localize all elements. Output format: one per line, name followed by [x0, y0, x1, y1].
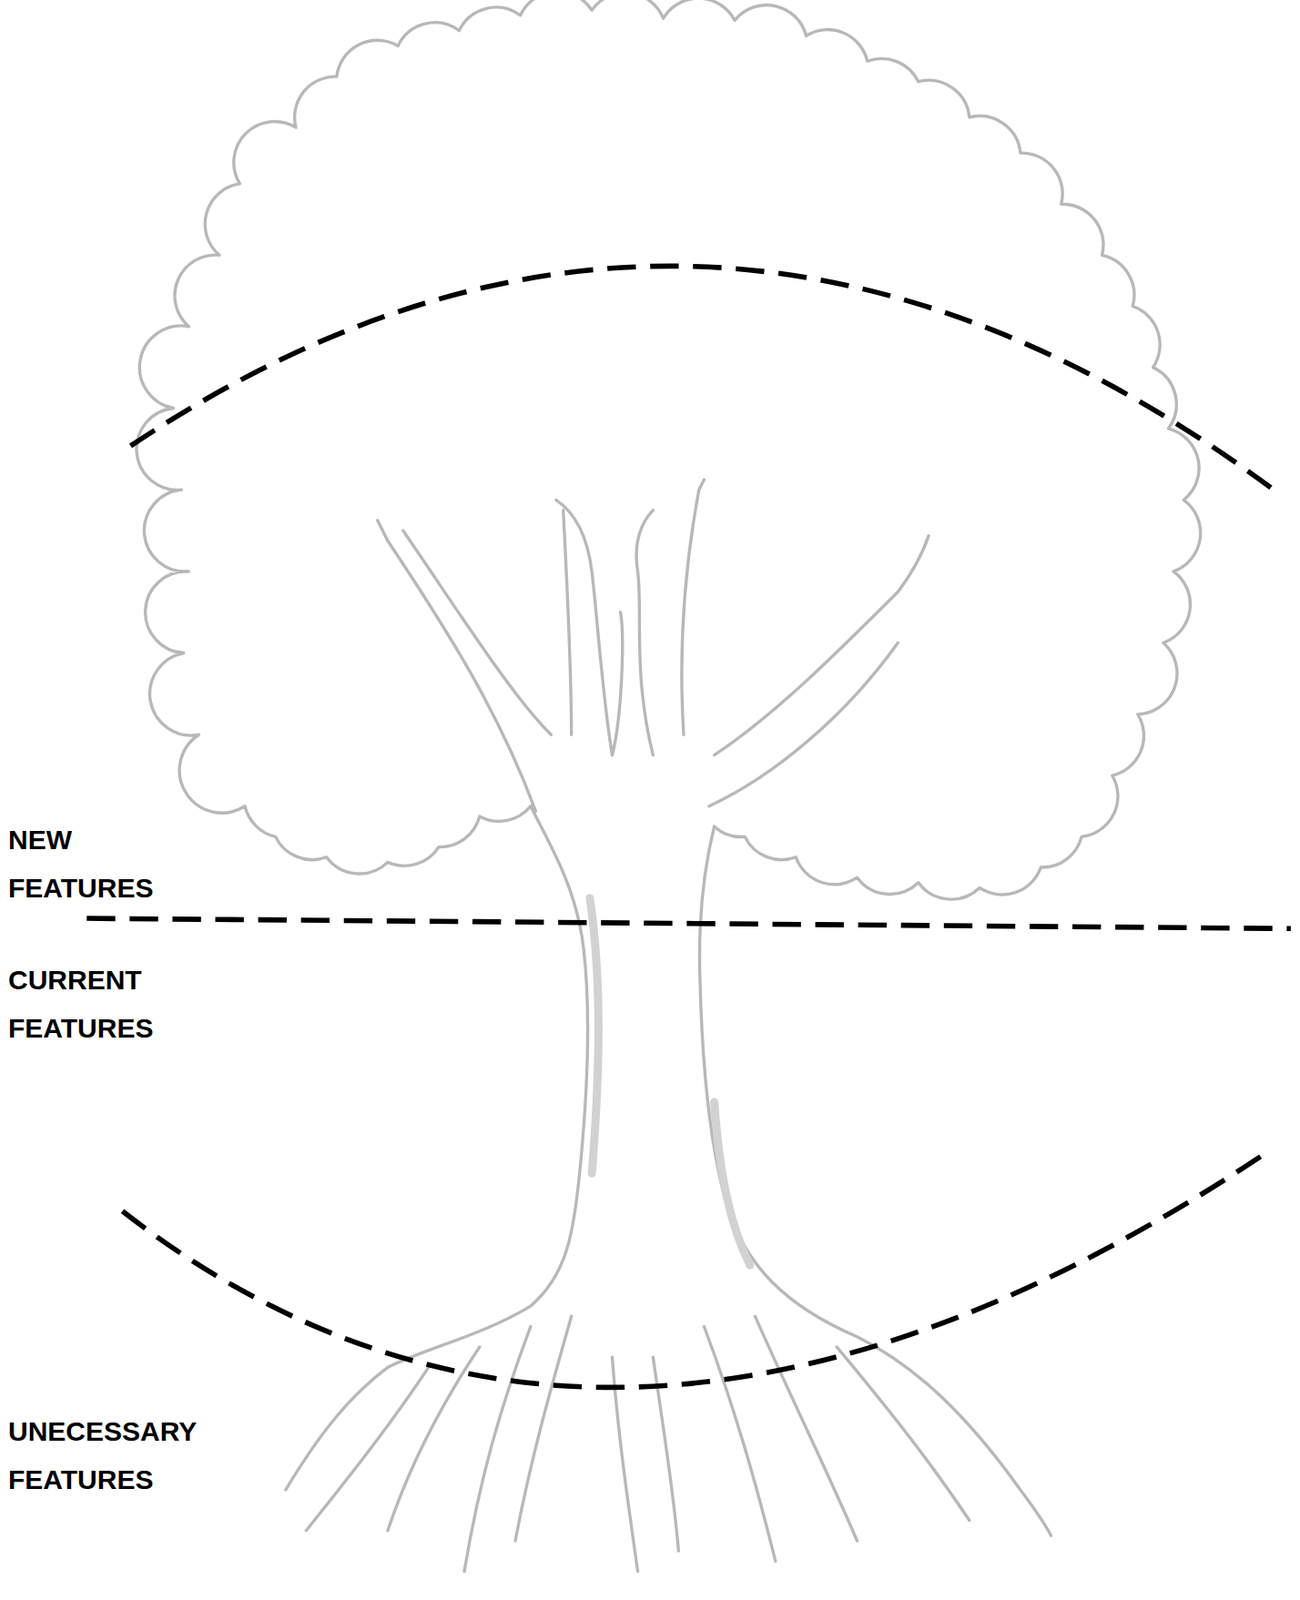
tree-trunk [699, 826, 1051, 1536]
dashed-boundary [122, 1150, 1271, 1389]
region-label: UNECESSARY FEATURES [8, 1407, 197, 1504]
tree-branch [377, 520, 552, 813]
tree-roots [305, 1316, 970, 1572]
dashed-boundary [130, 265, 1280, 495]
region-label: NEW FEATURES [8, 815, 153, 913]
trunk-shading [589, 898, 751, 1267]
region-label: CURRENT FEATURES [8, 955, 153, 1053]
dashed-boundary [86, 918, 1291, 929]
tree-trunk [285, 806, 589, 1491]
tree-branch [681, 479, 929, 807]
tree-branch [556, 499, 653, 755]
tree-canopy [136, 0, 1201, 900]
tree-branch [563, 510, 623, 756]
